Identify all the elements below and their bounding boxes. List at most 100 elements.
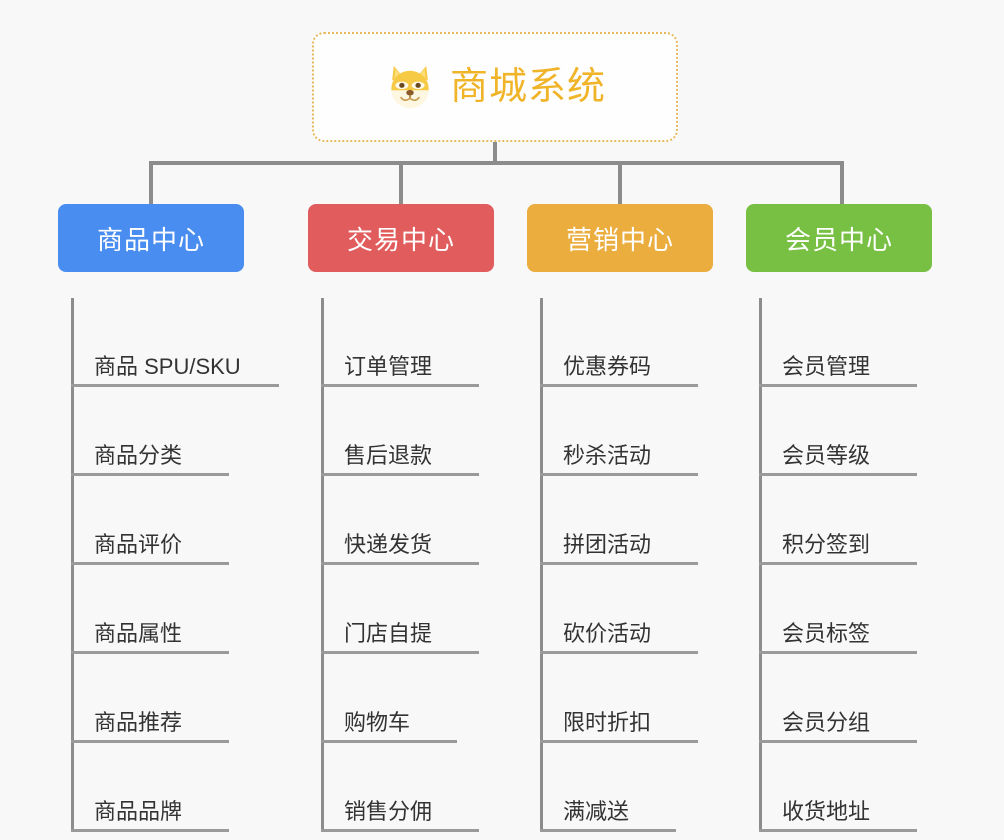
leaf-rule [540,384,698,387]
leaf-item[interactable]: 销售分佣 [308,743,494,832]
leaf-item[interactable]: 门店自提 [308,565,494,654]
leaf-item[interactable]: 会员标签 [746,565,932,654]
leaf-item[interactable]: 订单管理 [308,298,494,387]
leaf-item[interactable]: 售后退款 [308,387,494,476]
leaf-label: 积分签到 [782,531,871,557]
leaf-label: 门店自提 [344,620,433,646]
category-title: 会员中心 [784,224,893,255]
leaf-label: 秒杀活动 [563,442,652,468]
leaf-label: 销售分佣 [344,798,433,824]
leaf-label: 商品属性 [94,620,183,646]
leaf-rule [71,562,229,565]
leaf-rule [540,473,698,476]
leaf-rule [71,740,229,743]
leaf-list-trade-center: 订单管理 售后退款 快递发货 门店自提 购物车 销售分佣 [308,298,494,832]
leaf-rule [321,740,457,743]
connector-drop-trade-center [399,161,403,205]
leaf-item[interactable]: 会员等级 [746,387,932,476]
leaf-rule [540,562,698,565]
root-node[interactable]: 商城系统 [312,32,678,142]
category-title: 商品中心 [96,224,205,255]
leaf-rule [540,829,676,832]
leaf-label: 满减送 [563,798,630,824]
leaf-label: 购物车 [344,709,411,735]
connector-drop-marketing-center [618,161,622,205]
leaf-label: 收货地址 [782,798,871,824]
category-header-marketing-center[interactable]: 营销中心 [527,204,713,272]
leaf-item[interactable]: 会员分组 [746,654,932,743]
connector-horizontal-bus [149,161,844,165]
leaf-item[interactable]: 限时折扣 [527,654,713,743]
leaf-item[interactable]: 收货地址 [746,743,932,832]
leaf-label: 商品品牌 [94,798,183,824]
leaf-item[interactable]: 积分签到 [746,476,932,565]
category-header-product-center[interactable]: 商品中心 [58,204,244,272]
column-member-center: 会员中心 会员管理 会员等级 积分签到 会员标签 会员分组 [746,204,932,832]
leaf-rule [759,562,917,565]
leaf-item[interactable]: 拼团活动 [527,476,713,565]
leaf-item[interactable]: 商品属性 [58,565,244,654]
category-title: 营销中心 [565,224,674,255]
leaf-rule [321,829,479,832]
leaf-rule [759,740,917,743]
leaf-rule [321,562,479,565]
leaf-rule [759,651,917,654]
leaf-item[interactable]: 商品品牌 [58,743,244,832]
category-header-member-center[interactable]: 会员中心 [746,204,932,272]
leaf-label: 会员管理 [782,353,871,379]
leaf-rule [759,829,917,832]
leaf-list-product-center: 商品 SPU/SKU 商品分类 商品评价 商品属性 商品推荐 商品品牌 [58,298,279,832]
leaf-label: 优惠券码 [563,353,652,379]
leaf-item[interactable]: 优惠券码 [527,298,713,387]
column-trade-center: 交易中心 订单管理 售后退款 快递发货 门店自提 购物车 [308,204,494,832]
leaf-rule [540,740,698,743]
leaf-spine [321,298,324,832]
leaf-list-member-center: 会员管理 会员等级 积分签到 会员标签 会员分组 收货地址 [746,298,932,832]
leaf-item[interactable]: 商品推荐 [58,654,244,743]
leaf-spine [540,298,543,832]
category-title: 交易中心 [346,224,455,255]
leaf-label: 商品评价 [94,531,183,557]
leaf-rule [321,384,479,387]
leaf-rule [71,651,229,654]
connector-drop-member-center [840,161,844,205]
leaf-spine [759,298,762,832]
leaf-label: 商品推荐 [94,709,183,735]
leaf-label: 拼团活动 [563,531,652,557]
leaf-label: 会员标签 [782,620,871,646]
shiba-dog-face-icon [391,65,429,109]
leaf-label: 快递发货 [344,531,433,557]
leaf-rule [759,473,917,476]
leaf-item[interactable]: 快递发货 [308,476,494,565]
leaf-item[interactable]: 会员管理 [746,298,932,387]
leaf-rule [759,384,917,387]
leaf-rule [71,829,229,832]
column-product-center: 商品中心 商品 SPU/SKU 商品分类 商品评价 商品属性 商品推荐 [58,204,279,832]
category-header-trade-center[interactable]: 交易中心 [308,204,494,272]
leaf-label: 会员分组 [782,709,871,735]
connector-root-stem [493,142,497,164]
leaf-label: 商品 SPU/SKU [94,353,241,379]
leaf-item[interactable]: 商品分类 [58,387,244,476]
leaf-item[interactable]: 满减送 [527,743,713,832]
leaf-label: 限时折扣 [563,709,652,735]
leaf-item[interactable]: 商品 SPU/SKU [58,298,279,387]
column-marketing-center: 营销中心 优惠券码 秒杀活动 拼团活动 砍价活动 限时折扣 [527,204,713,832]
leaf-rule [71,473,229,476]
leaf-label: 商品分类 [94,442,183,468]
leaf-rule [321,473,479,476]
leaf-rule [321,651,479,654]
leaf-label: 会员等级 [782,442,871,468]
connector-drop-product-center [149,161,153,205]
leaf-label: 订单管理 [344,353,433,379]
leaf-item[interactable]: 商品评价 [58,476,244,565]
leaf-list-marketing-center: 优惠券码 秒杀活动 拼团活动 砍价活动 限时折扣 满减送 [527,298,713,832]
leaf-label: 砍价活动 [563,620,652,646]
leaf-spine [71,298,74,832]
root-title: 商城系统 [449,66,606,108]
leaf-rule [71,384,279,387]
leaf-item[interactable]: 砍价活动 [527,565,713,654]
leaf-item[interactable]: 购物车 [308,654,494,743]
leaf-item[interactable]: 秒杀活动 [527,387,713,476]
